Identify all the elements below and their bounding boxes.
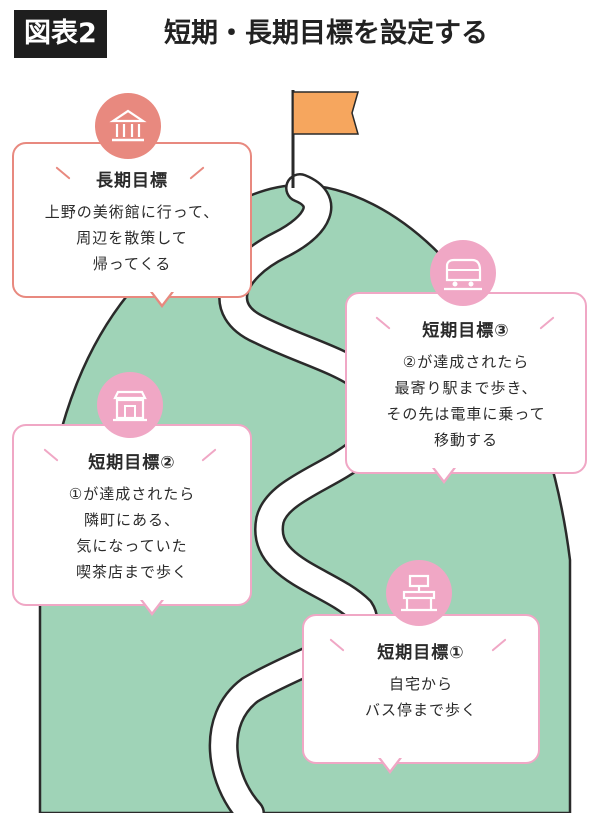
- card-tail: [152, 291, 172, 304]
- short-term-goal-1-card: 短期目標① 自宅から バス停まで歩く: [302, 614, 540, 764]
- card-line: 移動する: [433, 431, 498, 449]
- card-line: 隣町にある、: [83, 511, 180, 529]
- card-line: その先は電車に乗って: [386, 405, 546, 423]
- bus-stop-icon: [386, 560, 452, 626]
- card-line: 自宅から: [388, 675, 453, 693]
- card-tail: [142, 599, 162, 612]
- card-line: 気になっていた: [76, 537, 188, 555]
- short-term-goal-3-card: 短期目標③ ②が達成されたら 最寄り駅まで歩き、 その先は電車に乗って 移動する: [345, 292, 587, 474]
- flag: [292, 91, 359, 135]
- card-line: ②が達成されたら: [402, 353, 530, 371]
- card-body: 上野の美術館に行って、 周辺を散策して 帰ってくる: [14, 199, 250, 277]
- card-title: 長期目標: [96, 171, 168, 191]
- card-body: 自宅から バス停まで歩く: [304, 671, 538, 723]
- card-line: 上野の美術館に行って、: [44, 203, 220, 221]
- card-tail: [380, 757, 400, 770]
- card-line: 喫茶店まで歩く: [75, 563, 188, 581]
- card-line: 周辺を散策して: [76, 229, 188, 247]
- figure-label: 図表2: [14, 10, 107, 58]
- cafe-icon: [97, 372, 163, 438]
- card-line: 最寄り駅まで歩き、: [394, 379, 538, 397]
- card-line: バス停まで歩く: [364, 701, 477, 719]
- card-body: ②が達成されたら 最寄り駅まで歩き、 その先は電車に乗って 移動する: [347, 349, 585, 453]
- card-line: ①が達成されたら: [68, 485, 196, 503]
- card-title: 短期目標①: [377, 643, 465, 663]
- page-title: 短期・長期目標を設定する: [164, 18, 488, 49]
- museum-icon: [95, 93, 161, 159]
- card-title: 短期目標③: [422, 321, 510, 341]
- card-tail: [434, 467, 454, 480]
- card-line: 帰ってくる: [92, 255, 172, 273]
- card-body: ①が達成されたら 隣町にある、 気になっていた 喫茶店まで歩く: [14, 481, 250, 585]
- card-title: 短期目標②: [88, 453, 176, 473]
- header: 図表2 短期・長期目標を設定する: [14, 10, 594, 58]
- long-term-goal-card: 長期目標 上野の美術館に行って、 周辺を散策して 帰ってくる: [12, 142, 252, 298]
- train-icon: [430, 240, 496, 306]
